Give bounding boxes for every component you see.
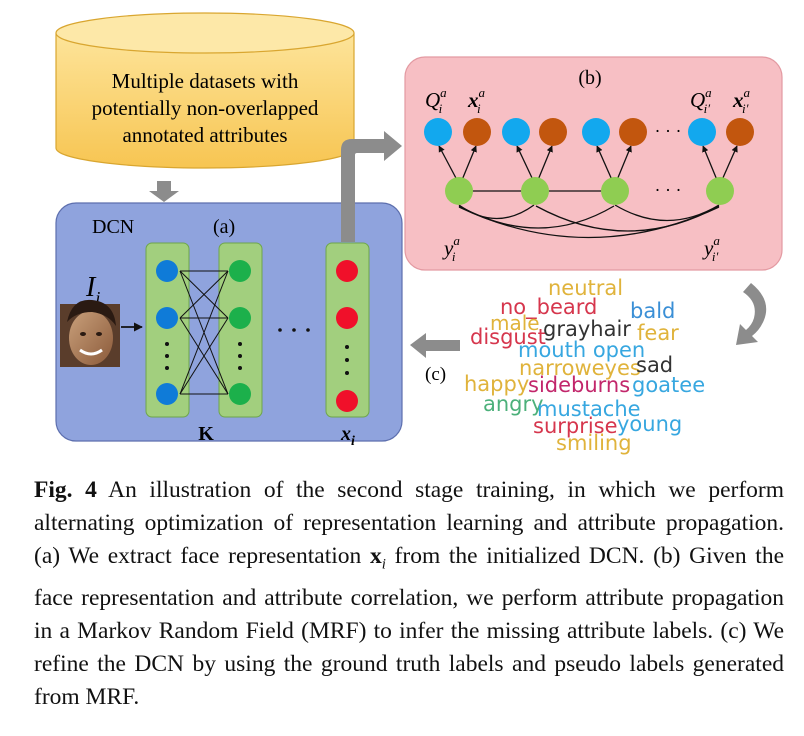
node-cyan xyxy=(424,118,452,146)
word: bald xyxy=(630,299,675,323)
node-red xyxy=(336,307,358,329)
datasets-cylinder: Multiple datasets with potentially non-o… xyxy=(55,12,355,169)
word: goatee xyxy=(632,373,705,397)
word-cloud: neutral no_beard bald male disgust grayh… xyxy=(464,276,705,455)
mrf-arrows xyxy=(438,145,738,181)
elbow-arrow-icon xyxy=(341,131,402,242)
node-lightgreen xyxy=(445,177,473,205)
datasets-label-line1: Multiple datasets with xyxy=(112,69,299,93)
node-blue xyxy=(156,307,178,329)
word: male xyxy=(490,311,540,335)
word: mustache xyxy=(537,397,641,421)
input-label: Ii xyxy=(85,272,100,308)
word: sad xyxy=(636,353,673,377)
left-arrow-icon xyxy=(410,333,460,358)
panel-b-label: (b) xyxy=(578,67,601,89)
word: disgust xyxy=(470,325,546,349)
node-lightgreen xyxy=(706,177,734,205)
ellipsis-top: · · · xyxy=(655,121,682,141)
node-green xyxy=(229,307,251,329)
word: smiling xyxy=(556,431,632,455)
word: grayhair xyxy=(543,317,631,341)
node-green xyxy=(229,383,251,405)
vertical-ellipsis xyxy=(345,345,349,375)
panel-a-label: (a) xyxy=(213,216,235,238)
caption-xi: xi xyxy=(369,543,386,573)
k-label: K xyxy=(198,423,214,445)
face-image xyxy=(60,299,120,367)
dcn-label: DCN xyxy=(92,216,134,238)
word: angry xyxy=(483,392,544,416)
node-cyan xyxy=(582,118,610,146)
layer-column-2 xyxy=(218,242,263,418)
datasets-label-line3: annotated attributes xyxy=(122,123,287,147)
down-arrow-icon xyxy=(149,181,179,202)
node-cyan xyxy=(502,118,530,146)
word: surprise xyxy=(533,414,618,438)
node-blue xyxy=(156,383,178,405)
panel-c-label: (c) xyxy=(425,364,446,385)
word: no_beard xyxy=(500,295,597,320)
mrf-edges xyxy=(458,190,720,239)
fully-connected-edges xyxy=(179,270,229,395)
node-brown xyxy=(463,118,491,146)
node-cyan xyxy=(688,118,716,146)
word: happy xyxy=(464,372,529,396)
node-brown xyxy=(619,118,647,146)
curved-arrow-icon xyxy=(736,283,767,345)
layer-column-x xyxy=(325,242,370,418)
node-red xyxy=(336,390,358,412)
word: neutral xyxy=(548,276,623,300)
datasets-label-line2: potentially non-overlapped xyxy=(92,96,319,120)
word: sideburns xyxy=(528,373,630,397)
x-label: xi xyxy=(340,423,355,449)
caption-text-2: from the initialized DCN. (b) Given the … xyxy=(34,543,784,710)
node-lightgreen xyxy=(521,177,549,205)
ellipsis-bottom: · · · xyxy=(655,180,682,200)
node-lightgreen xyxy=(601,177,629,205)
caption-fig-label: Fig. 4 xyxy=(34,477,97,503)
caption-text-1: An illustration of the second stage trai… xyxy=(34,477,785,569)
node-brown xyxy=(726,118,754,146)
horizontal-ellipsis xyxy=(278,328,310,332)
panel-a: DCN (a) Ii xyxy=(55,202,403,449)
word: mouth open xyxy=(518,338,645,362)
word: young xyxy=(617,412,682,436)
layer-column-1 xyxy=(145,242,190,418)
node-green xyxy=(229,260,251,282)
node-brown xyxy=(539,118,567,146)
node-blue xyxy=(156,260,178,282)
vertical-ellipsis xyxy=(165,342,169,370)
word: fear xyxy=(637,321,679,345)
node-red xyxy=(336,260,358,282)
word: narroweyes xyxy=(519,356,641,380)
figure-caption: Fig. 4 An illustration of the second sta… xyxy=(34,474,784,714)
figure-diagram: Multiple datasets with potentially non-o… xyxy=(55,12,783,455)
vertical-ellipsis xyxy=(238,342,242,370)
